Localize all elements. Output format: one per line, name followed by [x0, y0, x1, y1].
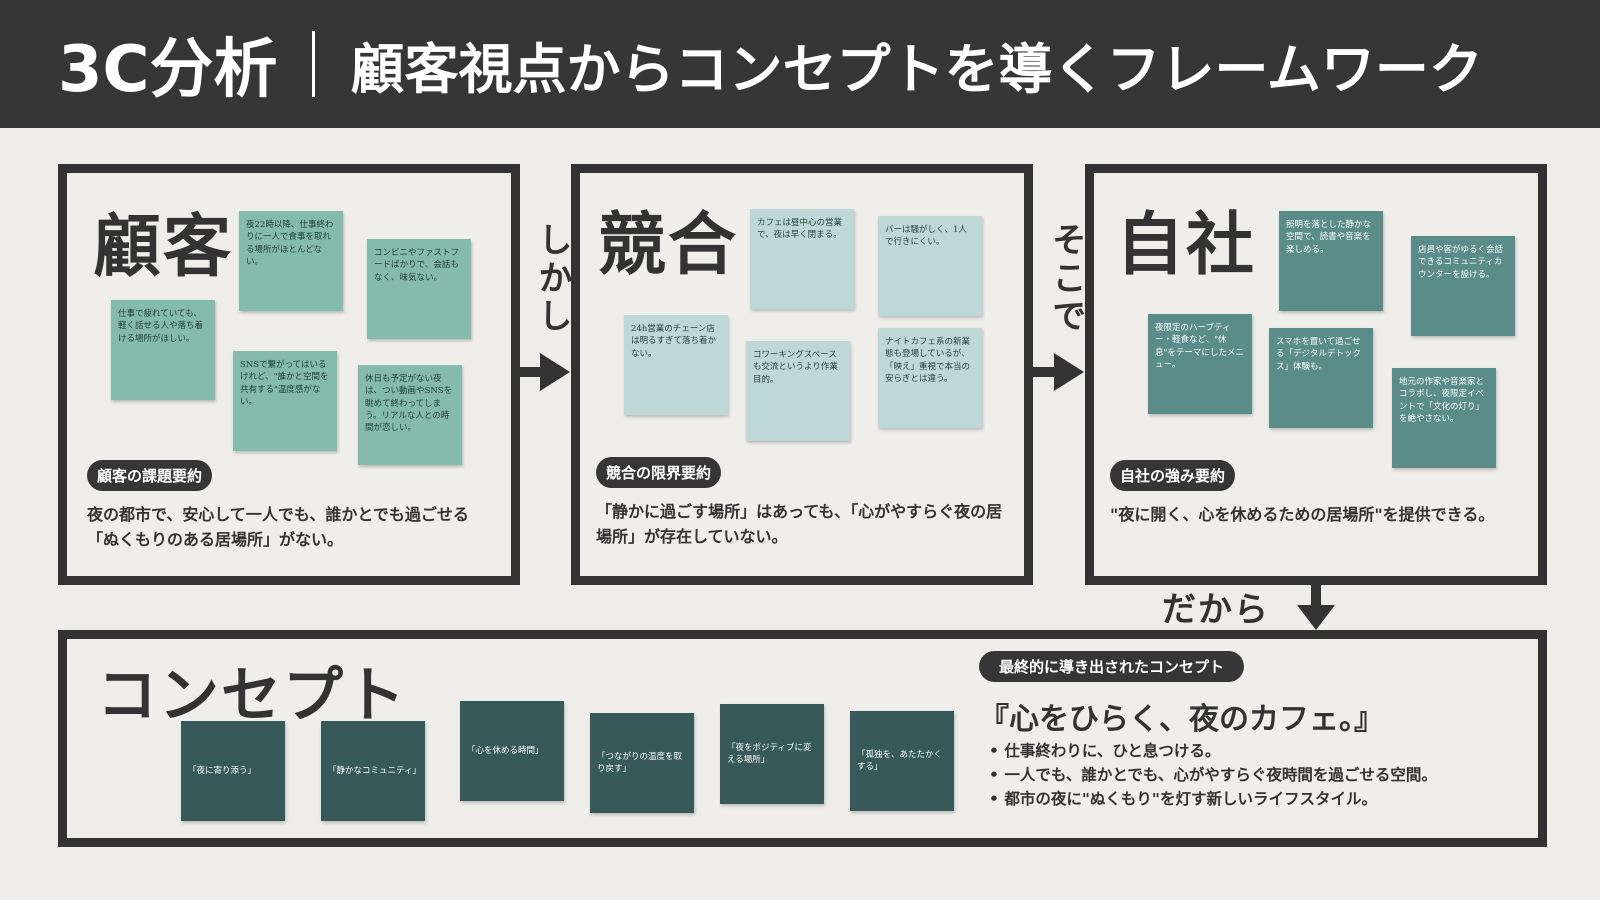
- competitor-panel: 競合 カフェは昼中心の営業で、夜は早く閉まる。 バーは騒がしく、1人で行きにくい…: [571, 164, 1033, 585]
- customer-summary-badge: 顧客の課題要約: [87, 460, 213, 491]
- header-subtitle: 顧客視点からコンセプトを導くフレームワーク: [350, 37, 1483, 101]
- company-note: 店員や客がゆるく会話できるコミュニティカウンターを設ける。: [1411, 236, 1515, 336]
- arrow-competitor-to-company: [1032, 353, 1084, 391]
- company-note: 地元の作家や音楽家とコラボし、夜限定イベントで「文化の灯り」を絶やさない。: [1392, 368, 1496, 468]
- competitor-note: ナイトカフェ系の新業態も登場しているが、「映え」重視で本当の安らぎとは違う。: [878, 328, 982, 428]
- concept-bullet: 都市の夜に"ぬくもり"を灯す新しいライフスタイル。: [989, 787, 1437, 811]
- competitor-note: コワーキングスペースも交流というより作業目的。: [746, 341, 850, 441]
- concept-panel: コンセプト 「夜に寄り添う」 「静かなコミュニティ」 「心を休める時間」 「つな…: [58, 630, 1547, 847]
- customer-note: 休日も予定がない夜は、つい動画やSNSを眺めて終わってしまう。リアルな人との時間…: [358, 365, 462, 465]
- concept-title: コンセプト: [97, 661, 407, 731]
- arrow-customer-to-competitor: [518, 353, 570, 391]
- company-summary-badge: 自社の強み要約: [1110, 460, 1236, 491]
- header-divider: [311, 31, 315, 97]
- concept-keyword-note: 「つながりの温度を取り戻す」: [590, 713, 694, 813]
- concept-badge: 最終的に導き出されたコンセプト: [979, 651, 1245, 682]
- connector-shikashi: しかし: [532, 222, 572, 336]
- concept-keyword-note: 「夜に寄り添う」: [181, 721, 285, 821]
- company-note: スマホを置いて過ごせる「デジタルデトックス」体験も。: [1269, 328, 1373, 428]
- concept-keyword-note: 「夜をポジティブに変える場所」: [720, 704, 824, 804]
- arrow-company-to-concept: [1297, 585, 1335, 630]
- page-header: 3C分析 顧客視点からコンセプトを導くフレームワーク: [0, 0, 1600, 128]
- company-summary: "夜に開く、心を休めるための居場所"を提供できる。: [1110, 505, 1495, 524]
- competitor-note: バーは騒がしく、1人で行きにくい。: [878, 216, 982, 316]
- concept-bullet: 仕事終わりに、ひと息つける。: [989, 739, 1437, 763]
- concept-bullet-list: 仕事終わりに、ひと息つける。 一人でも、誰かとでも、心がやすらぐ夜時間を過ごせる…: [989, 739, 1437, 811]
- competitor-note: カフェは昼中心の営業で、夜は早く閉まる。: [750, 209, 854, 309]
- connector-sokode: そこで: [1046, 222, 1086, 336]
- concept-headline: 『心をひらく、夜のカフェ。』: [979, 702, 1384, 737]
- customer-note: コンビニやファストフードばかりで、会話もなく、味気ない。: [367, 239, 471, 339]
- concept-keyword-note: 「心を休める時間」: [460, 701, 564, 801]
- competitor-summary: 「静かに過ごす場所」はあっても、「心がやすらぐ夜の居場所」が存在していない。: [596, 502, 1003, 546]
- concept-keyword-note: 「静かなコミュニティ」: [321, 721, 425, 821]
- company-note: 夜限定のハーブティー・軽食など、"休息"をテーマにしたメニュー。: [1148, 314, 1252, 414]
- customer-summary: 夜の都市で、安心して一人でも、誰かとでも過ごせる「ぬくもりのある居場所」がない。: [87, 505, 469, 549]
- concept-bullet: 一人でも、誰かとでも、心がやすらぐ夜時間を過ごせる空間。: [989, 763, 1437, 787]
- customer-note: 夜22時以降、仕事終わりに一人で食事を取れる場所がほとんどない。: [239, 211, 343, 311]
- company-panel: 自社 照明を落とした静かな空間で、読書や音楽を楽しめる。 店員や客がゆるく会話で…: [1085, 164, 1547, 585]
- customer-note: SNSで繋がってはいるけれど、"誰かと空間を共有する"温度感がない。: [233, 351, 337, 451]
- customer-title: 顧客: [93, 208, 234, 287]
- company-title: 自社: [1116, 206, 1257, 285]
- competitor-title: 競合: [598, 206, 739, 285]
- customer-note: 仕事で疲れていても、軽く話せる人や落ち着ける場所がほしい。: [111, 300, 215, 400]
- header-title: 3C分析: [58, 33, 278, 107]
- competitor-note: 24h営業のチェーン店は明るすぎて落ち着かない。: [624, 315, 728, 415]
- competitor-summary-badge: 競合の限界要約: [596, 457, 722, 488]
- customer-panel: 顧客 夜22時以降、仕事終わりに一人で食事を取れる場所がほとんどない。 コンビニ…: [58, 164, 520, 585]
- connector-dakara: だから: [1162, 590, 1270, 630]
- concept-keyword-note: 「孤独を、あたたかくする」: [850, 711, 954, 811]
- company-note: 照明を落とした静かな空間で、読書や音楽を楽しめる。: [1279, 211, 1383, 311]
